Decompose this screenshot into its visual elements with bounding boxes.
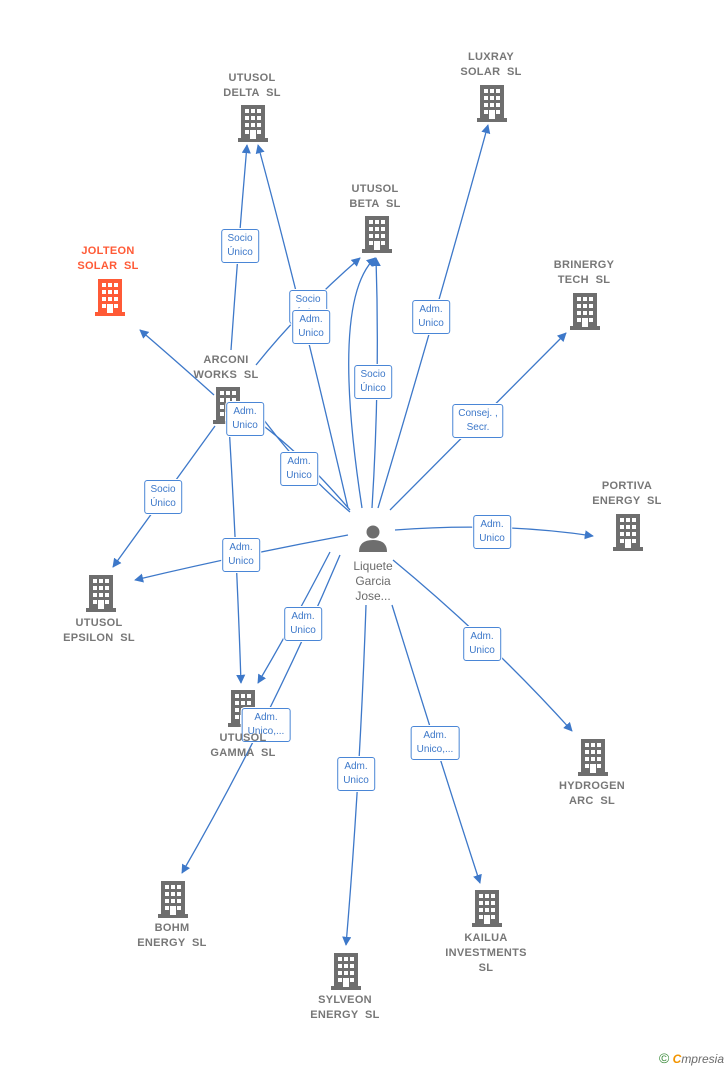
relation-label[interactable]: Adm. Unico	[292, 310, 330, 344]
relation-label[interactable]: Adm. Unico	[463, 627, 501, 661]
company-label[interactable]: BOHM ENERGY SL	[137, 922, 207, 949]
building-icon[interactable]	[578, 739, 608, 776]
relation-edge	[348, 257, 376, 509]
person-label[interactable]: Liquete Garcia Jose...	[353, 559, 393, 603]
company-label[interactable]: UTUSOL DELTA SL	[223, 72, 281, 99]
building-icon[interactable]	[331, 953, 361, 990]
copyright-icon: ©	[658, 1050, 670, 1066]
relation-label[interactable]: Adm. Unico,...	[241, 708, 291, 742]
building-icon[interactable]	[238, 105, 268, 142]
edges-layer	[112, 124, 594, 946]
relation-label[interactable]: Socio Único	[354, 365, 392, 399]
company-label[interactable]: JOLTEON SOLAR SL	[77, 245, 139, 272]
building-icon[interactable]	[95, 279, 125, 316]
brand-name: mpresia	[681, 1052, 724, 1066]
relation-label[interactable]: Adm. Unico	[222, 538, 260, 572]
company-label[interactable]: ARCONI WORKS SL	[193, 354, 259, 381]
relation-label[interactable]: Consej. , Secr.	[452, 404, 504, 438]
brand-initial: C	[672, 1052, 682, 1066]
building-icon[interactable]	[158, 881, 188, 918]
relation-label[interactable]: Adm. Unico	[284, 607, 322, 641]
relation-label[interactable]: Adm. Unico	[473, 515, 511, 549]
building-icon[interactable]	[570, 293, 600, 330]
building-icon[interactable]	[86, 575, 116, 612]
relation-label[interactable]: Socio Único	[144, 480, 182, 514]
relation-label[interactable]: Adm. Unico	[412, 300, 450, 334]
building-icon[interactable]	[477, 85, 507, 122]
company-label[interactable]: BRINERGY TECH SL	[553, 259, 615, 286]
relation-edge	[139, 329, 215, 396]
company-label[interactable]: HYDROGEN ARC SL	[559, 780, 625, 807]
company-label[interactable]: UTUSOL EPSILON SL	[63, 617, 135, 644]
company-label[interactable]: LUXRAY SOLAR SL	[460, 51, 522, 78]
relation-label[interactable]: Socio Único	[221, 229, 259, 263]
relation-label[interactable]: Adm. Unico,...	[410, 726, 460, 760]
company-label[interactable]: PORTIVA ENERGY SL	[592, 480, 662, 507]
building-icon[interactable]	[362, 216, 392, 253]
relation-label[interactable]: Adm. Unico	[226, 402, 264, 436]
relation-label[interactable]: Adm. Unico	[280, 452, 318, 486]
building-icon[interactable]	[613, 514, 643, 551]
company-label[interactable]: UTUSOL BETA SL	[349, 183, 401, 210]
relation-label[interactable]: Adm. Unico	[337, 757, 375, 791]
company-label[interactable]: UTUSOL GAMMA SL	[210, 732, 276, 759]
watermark: © Cmpresia	[659, 1050, 724, 1066]
building-icon[interactable]	[472, 890, 502, 927]
company-label[interactable]: SYLVEON ENERGY SL	[310, 994, 380, 1021]
nodes-layer	[86, 85, 643, 990]
person-icon[interactable]	[359, 525, 387, 553]
company-label[interactable]: KAILUA INVESTMENTS SL	[445, 932, 527, 974]
